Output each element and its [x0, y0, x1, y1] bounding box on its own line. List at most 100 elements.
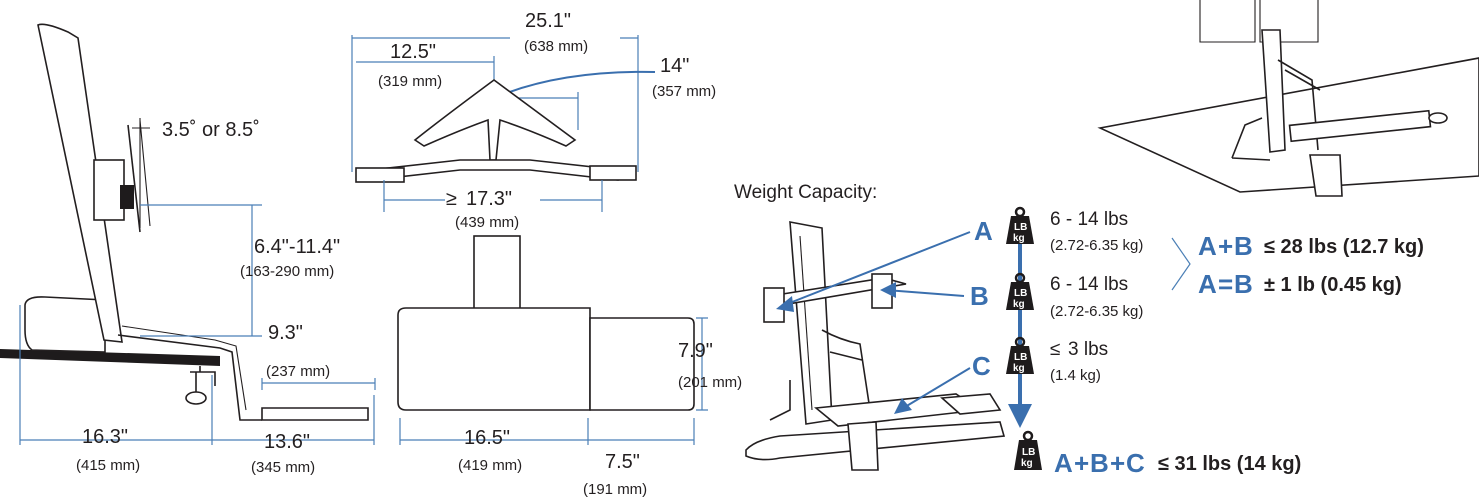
side-keyboard-arm-inner — [121, 325, 247, 411]
top-mouse-width-mm: (191 mm) — [583, 481, 647, 498]
top-tray-width-mm: (419 mm) — [458, 457, 522, 474]
side-view: 3.5˚ or 8.5˚ 6.4"-11.4" (163-290 mm) 9.3… — [0, 23, 376, 476]
side-clamp-knob — [185, 391, 207, 405]
top-arms — [413, 79, 577, 161]
weight-icon-total: LB kg — [1014, 430, 1042, 470]
abc-b: B — [1090, 448, 1109, 478]
abc-c: C — [1126, 448, 1145, 478]
weight-icon-total-top: LB — [1022, 447, 1035, 458]
weight-icon-b: LB kg — [1006, 272, 1034, 310]
ab-sum-b: B — [1234, 231, 1253, 261]
top-tray-height-label: 7.9" — [678, 340, 713, 362]
letter-c: C — [972, 351, 991, 381]
arrow-a — [781, 231, 971, 307]
weight-icon-c-bottom: kg — [1013, 363, 1025, 374]
weight-workstation-sketch — [745, 221, 1006, 471]
sum-arrow-head — [1008, 404, 1032, 428]
sketch-keyboard-arm — [821, 329, 871, 411]
abc-plus-2: + — [1110, 448, 1125, 478]
side-tray-drop-mm: (237 mm) — [266, 363, 330, 380]
side-base — [24, 296, 106, 353]
side-depth-label: 16.3" — [82, 426, 128, 448]
ab-equal-sign: = — [1218, 269, 1233, 299]
abc-a: A — [1054, 448, 1073, 478]
illus-mouse — [1428, 112, 1448, 124]
top-tray-width-label: 16.5" — [464, 427, 510, 449]
c-max: 3 lbs — [1068, 339, 1108, 360]
abc-plus-1: + — [1074, 448, 1089, 478]
side-depth-dim — [19, 305, 375, 445]
side-column — [37, 23, 123, 343]
side-monitor-mount — [93, 159, 125, 221]
top-width-label: 25.1" — [525, 10, 571, 32]
side-tray-depth-label: 13.6" — [264, 431, 310, 453]
arrow-b-head — [880, 282, 896, 298]
weight-icon-b-top: LB — [1014, 288, 1027, 299]
abc-value: ≤ 31 lbs (14 kg) — [1158, 453, 1301, 475]
arrow-c — [899, 367, 971, 411]
arrow-c-head — [894, 398, 912, 414]
top-keyboard-tray — [397, 307, 591, 411]
illus-clamp — [1309, 154, 1343, 197]
ab-sum-a: A — [1198, 231, 1217, 261]
side-height-dim — [140, 204, 262, 337]
weight-icon-c: LB kg — [1006, 336, 1034, 374]
side-tray-drop-label: 9.3" — [268, 322, 303, 344]
ab-sum-value: ≤ 28 lbs (12.7 kg) — [1264, 236, 1424, 258]
arrow-b — [885, 289, 965, 297]
side-desk — [0, 349, 220, 366]
side-keyboard-arm — [117, 334, 262, 421]
top-mouse-tray — [589, 317, 695, 411]
sketch-mouse-tray — [940, 393, 1002, 415]
ab-equal-a: A — [1198, 269, 1217, 299]
arrow-a-head — [776, 296, 794, 312]
side-monitor-bracket — [120, 185, 134, 209]
side-height-label: 6.4"-11.4" — [254, 236, 340, 258]
b-range: 6 - 14 lbs — [1050, 274, 1128, 295]
weight-icon-a: LB kg — [1006, 206, 1034, 244]
ab-bracket — [1171, 237, 1191, 291]
side-keyboard-tray — [261, 407, 369, 421]
illus-stand-base — [1231, 117, 1271, 161]
weight-title: Weight Capacity: — [734, 182, 877, 203]
top-reach-leader — [493, 70, 656, 99]
top-tray-width-dim — [399, 418, 695, 445]
top-width-mm: (638 mm) — [524, 38, 588, 55]
top-min-width-dim — [383, 180, 603, 212]
top-width-dim — [351, 35, 639, 172]
side-tilt-label: 3.5˚ or 8.5˚ — [162, 119, 260, 141]
illus-monitors — [1199, 0, 1319, 43]
c-max-kg: (1.4 kg) — [1050, 367, 1101, 384]
side-clamp — [190, 366, 216, 394]
top-min-width-prefix: ≥ — [446, 188, 457, 210]
weight-capacity: Weight Capacity: A B C — [734, 182, 1424, 478]
sketch-column-face — [799, 235, 813, 411]
top-mouse-width-label: 7.5" — [605, 451, 640, 473]
side-monitor — [127, 124, 141, 233]
top-arm-label: 12.5" — [390, 41, 436, 63]
side-tilt-lines — [132, 118, 151, 228]
side-depth-mm: (415 mm) — [76, 457, 140, 474]
top-reach-label: 14" — [660, 55, 689, 77]
weight-icon-a-bottom: kg — [1013, 233, 1025, 244]
workstation-illustration — [1097, 0, 1479, 197]
top-tray-height-dim — [696, 317, 708, 411]
ab-equal-value: ± 1 lb (0.45 kg) — [1264, 274, 1402, 296]
letter-a: A — [974, 216, 993, 246]
weight-icon-c-top: LB — [1014, 352, 1027, 363]
top-reach-mm: (357 mm) — [652, 83, 716, 100]
b-range-kg: (2.72-6.35 kg) — [1050, 303, 1143, 320]
top-left-mount — [355, 167, 405, 183]
ab-equal-b: B — [1234, 269, 1253, 299]
c-max-prefix: ≤ — [1050, 339, 1060, 360]
side-tray-drop-dim — [261, 378, 376, 390]
letter-b: B — [970, 281, 989, 311]
top-crossbar — [369, 159, 621, 181]
a-range: 6 - 14 lbs — [1050, 209, 1128, 230]
top-arm-mm: (319 mm) — [378, 73, 442, 90]
a-range-kg: (2.72-6.35 kg) — [1050, 237, 1143, 254]
ab-sum-plus: + — [1218, 231, 1233, 261]
top-min-width-mm: (439 mm) — [455, 214, 519, 231]
sketch-base-stand — [769, 380, 791, 421]
